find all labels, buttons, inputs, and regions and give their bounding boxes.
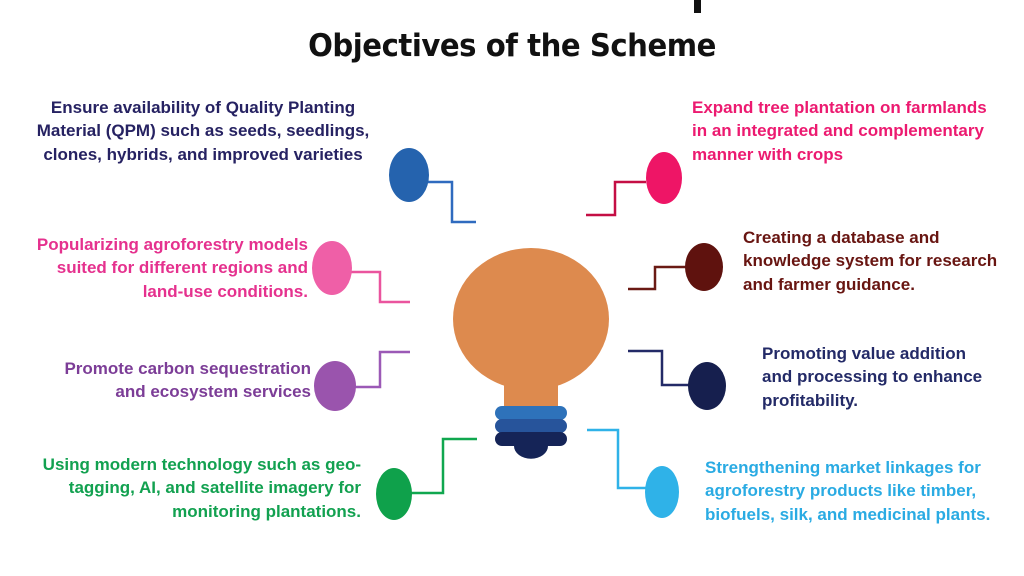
- bullet-oval-market-linkages: [645, 466, 679, 518]
- lightbulb-base-ring-1: [495, 406, 567, 420]
- connector-line-agroforestry-models: [350, 270, 410, 304]
- connector-line-tree-plantation: [586, 180, 646, 217]
- connector-line-carbon-sequestration: [353, 350, 410, 389]
- bullet-oval-value-addition: [688, 362, 726, 410]
- lightbulb-icon: [453, 248, 609, 459]
- lightbulb-base-ring-2: [495, 419, 567, 433]
- bullet-oval-carbon-sequestration: [314, 361, 356, 411]
- objective-text-agroforestry-models: Popularizing agroforestry models suited …: [36, 235, 308, 301]
- connector-line-market-linkages: [587, 428, 646, 490]
- objective-text-carbon-sequestration: Promote carbon sequestration and ecosyst…: [64, 359, 311, 402]
- connector-line-modern-technology: [411, 437, 477, 495]
- lightbulb-neck: [504, 372, 558, 410]
- page-title: Objectives of the Scheme: [308, 28, 716, 64]
- objective-text-modern-technology: Using modern technology such as geo- tag…: [42, 455, 361, 521]
- bullet-oval-agroforestry-models: [312, 241, 352, 295]
- objective-text-tree-plantation: Expand tree plantation on farmlands in a…: [692, 98, 987, 164]
- page-corner-mark: [694, 0, 701, 13]
- bullet-oval-tree-plantation: [646, 152, 682, 204]
- lightbulb-base-ring-3: [495, 432, 567, 446]
- objective-text-database-knowledge: Creating a database and knowledge system…: [743, 228, 998, 294]
- lightbulb-glass: [453, 248, 609, 390]
- connector-line-database-knowledge: [628, 265, 686, 291]
- objective-text-value-addition: Promoting value addition and processing …: [762, 344, 983, 410]
- bullet-oval-qpm: [389, 148, 429, 202]
- objective-text-market-linkages: Strengthening market linkages for agrofo…: [705, 458, 991, 524]
- bullet-oval-database-knowledge: [685, 243, 723, 291]
- connector-line-qpm: [427, 180, 476, 224]
- objective-text-qpm: Ensure availability of Quality Planting …: [36, 98, 370, 164]
- lightbulb-base-tip: [514, 446, 548, 459]
- bullet-oval-modern-technology: [376, 468, 412, 520]
- connector-line-value-addition: [628, 349, 689, 387]
